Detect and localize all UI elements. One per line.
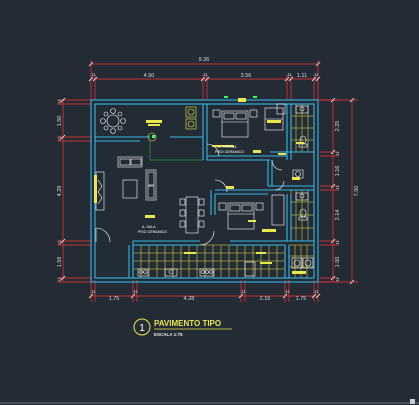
dimension-lines bbox=[57, 60, 358, 302]
right-dim-label: .11 bbox=[335, 185, 340, 191]
title-block: 1 PAVIMENTO TIPO ESCALA 1:75 bbox=[133, 318, 232, 337]
top-dim-label: 4.50 bbox=[144, 73, 155, 79]
round-table-icon bbox=[100, 108, 126, 134]
left-dim-label: 1.50 bbox=[57, 116, 63, 127]
bottom-dim-label: 1.75 bbox=[109, 296, 120, 302]
sofa-icon bbox=[117, 156, 157, 201]
left-dim-label: 4.28 bbox=[57, 186, 63, 197]
room-label: PISO CERAMICO bbox=[138, 230, 167, 234]
bottom-dim-label: 4.28 bbox=[184, 296, 195, 302]
furniture bbox=[95, 103, 314, 277]
bed-icon bbox=[218, 202, 264, 230]
drawing-title: PAVIMENTO TIPO bbox=[154, 319, 221, 328]
left-dim-label: .11 bbox=[57, 277, 62, 283]
top-dim-labels: .11 4.50 .11 3.56 .11 1.11 .11 bbox=[90, 72, 319, 79]
right-dim-label: 2.25 bbox=[335, 121, 341, 132]
left-dim-label: .11 bbox=[57, 136, 62, 142]
left-dim-label: 1.59 bbox=[57, 257, 63, 268]
right-dim-labels: 2.25 .11 1.16 .11 2.14 .11 1.50 .11 bbox=[335, 121, 341, 283]
guide-lines bbox=[149, 141, 203, 161]
bottom-dim-labels: .11 1.75 .11 4.28 .11 2.15 .11 1.75 .11 bbox=[90, 289, 319, 302]
room-label: A. TERRAZ bbox=[218, 145, 238, 149]
bed-icon bbox=[212, 109, 258, 138]
bottom-dim-label: .11 bbox=[132, 289, 138, 294]
cad-frame bbox=[0, 399, 419, 404]
left-dim-label: .11 bbox=[57, 99, 62, 105]
left-dim-labels: .11 1.50 .11 4.28 .11 1.59 .11 bbox=[57, 99, 63, 283]
room-label: PISO CERAMICO bbox=[215, 150, 244, 154]
kitchen-appliances bbox=[137, 261, 256, 277]
washer-icon bbox=[291, 257, 314, 269]
right-dim-label: .11 bbox=[335, 151, 340, 157]
top-total-dim: 9.36 bbox=[199, 57, 210, 63]
dimension-ticks bbox=[60, 61, 355, 299]
bottom-dim-label: .11 bbox=[90, 289, 96, 294]
yellow-tags bbox=[94, 98, 306, 274]
top-dim-label: 1.11 bbox=[297, 73, 307, 79]
top-dim-label: .11 bbox=[202, 72, 208, 77]
walls bbox=[90, 99, 319, 283]
top-dim-label: .11 bbox=[313, 72, 319, 77]
right-dim-label: 1.16 bbox=[335, 166, 341, 177]
green-markers bbox=[152, 96, 257, 138]
view-number-circle bbox=[133, 318, 151, 336]
bottom-dim-label: 1.75 bbox=[296, 296, 307, 302]
top-dim-label: .11 bbox=[286, 72, 292, 77]
right-dim-label: .11 bbox=[335, 240, 340, 246]
room-label: A. SALA bbox=[142, 225, 156, 229]
bottom-dim-label: .11 bbox=[313, 289, 319, 294]
tv-icon bbox=[95, 171, 105, 211]
bottom-dim-label: 2.15 bbox=[260, 296, 271, 302]
bottom-dim-label: .11 bbox=[240, 289, 246, 294]
kitchen-floor-hatch bbox=[132, 244, 286, 279]
bathroom-floor-hatch bbox=[288, 103, 315, 279]
dining-table-icon bbox=[179, 196, 205, 234]
right-dim-label: .11 bbox=[335, 277, 340, 283]
left-dim-label: .11 bbox=[57, 240, 62, 246]
drawing-scale: ESCALA 1:75 bbox=[154, 332, 183, 337]
view-number: 1 bbox=[139, 323, 145, 334]
top-dim-label: .11 bbox=[90, 72, 96, 77]
plant-icon bbox=[185, 106, 197, 130]
right-dim-label: 1.50 bbox=[335, 257, 341, 268]
top-dim-label: 3.56 bbox=[241, 73, 252, 79]
bottom-dim-label: .11 bbox=[284, 289, 290, 294]
right-dim-label: 2.14 bbox=[335, 210, 341, 221]
right-total-dim: 7.50 bbox=[354, 186, 360, 197]
door-swings bbox=[95, 143, 285, 246]
